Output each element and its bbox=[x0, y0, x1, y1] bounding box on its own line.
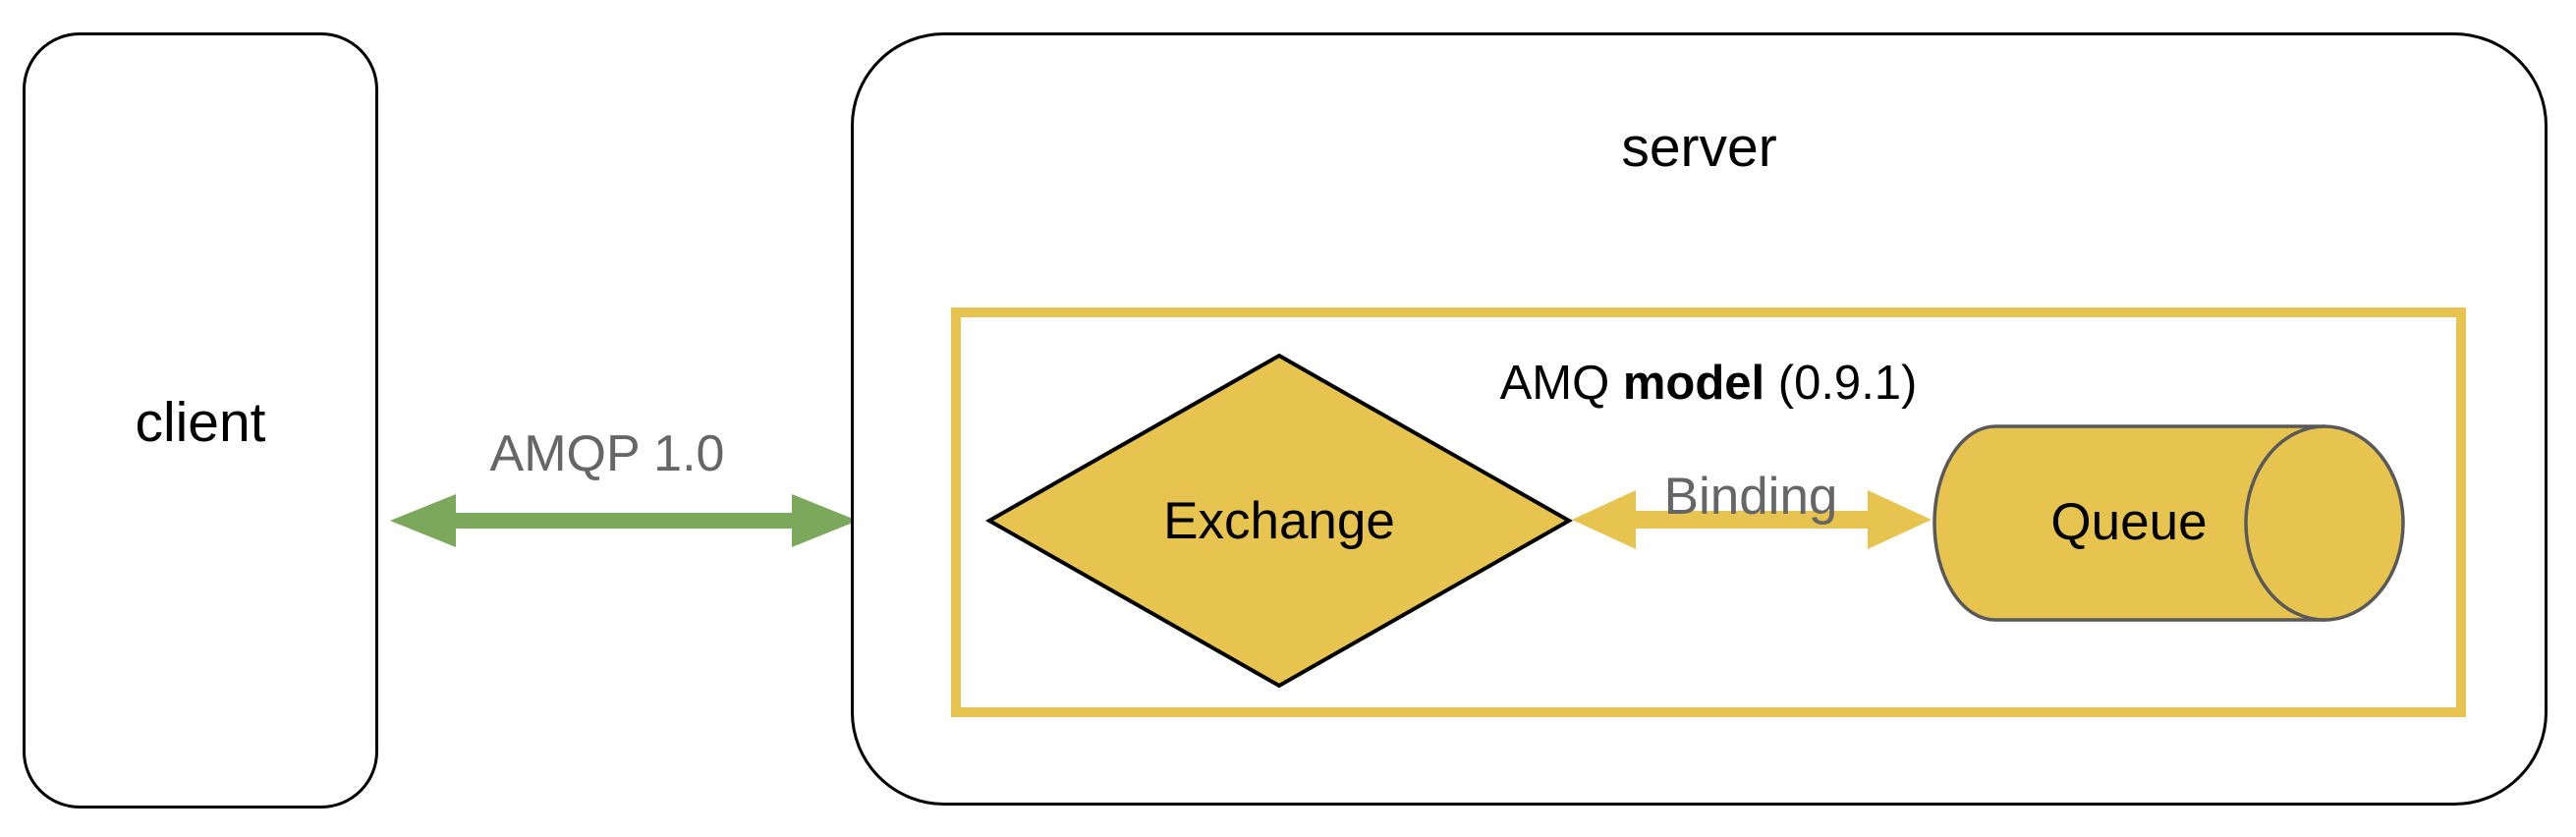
binding-arrow-shape bbox=[1572, 490, 1932, 549]
queue-cylinder bbox=[1932, 424, 2405, 622]
server-box bbox=[851, 32, 2548, 806]
queue-label: Queue bbox=[2050, 493, 2208, 551]
queue-cylinder-body-fill bbox=[1934, 426, 2324, 620]
binding-arrow bbox=[1572, 490, 1932, 549]
queue-cylinder-face bbox=[2244, 424, 2405, 622]
client-box bbox=[23, 32, 378, 809]
exchange-label: Exchange bbox=[1163, 492, 1395, 550]
queue-cylinder-body-outline bbox=[1932, 424, 2324, 622]
amq-model-box bbox=[951, 307, 2466, 717]
exchange-diamond-shape bbox=[984, 353, 1574, 689]
amqp-arrow-shape bbox=[390, 494, 858, 547]
exchange-diamond bbox=[984, 353, 1574, 689]
amqp-arrow bbox=[390, 494, 858, 547]
amq-model-title-suffix: (0.9.1) bbox=[1764, 357, 1918, 410]
amqp-protocol-label: AMQP 1.0 bbox=[489, 425, 725, 482]
client-label: client bbox=[135, 391, 266, 454]
amq-model-title-prefix: AMQ bbox=[1499, 357, 1623, 410]
server-label: server bbox=[1621, 116, 1777, 179]
binding-label: Binding bbox=[1663, 468, 1838, 526]
amq-model-title-bold: model bbox=[1622, 357, 1765, 410]
amq-model-title: AMQ model (0.9.1) bbox=[951, 357, 2466, 410]
